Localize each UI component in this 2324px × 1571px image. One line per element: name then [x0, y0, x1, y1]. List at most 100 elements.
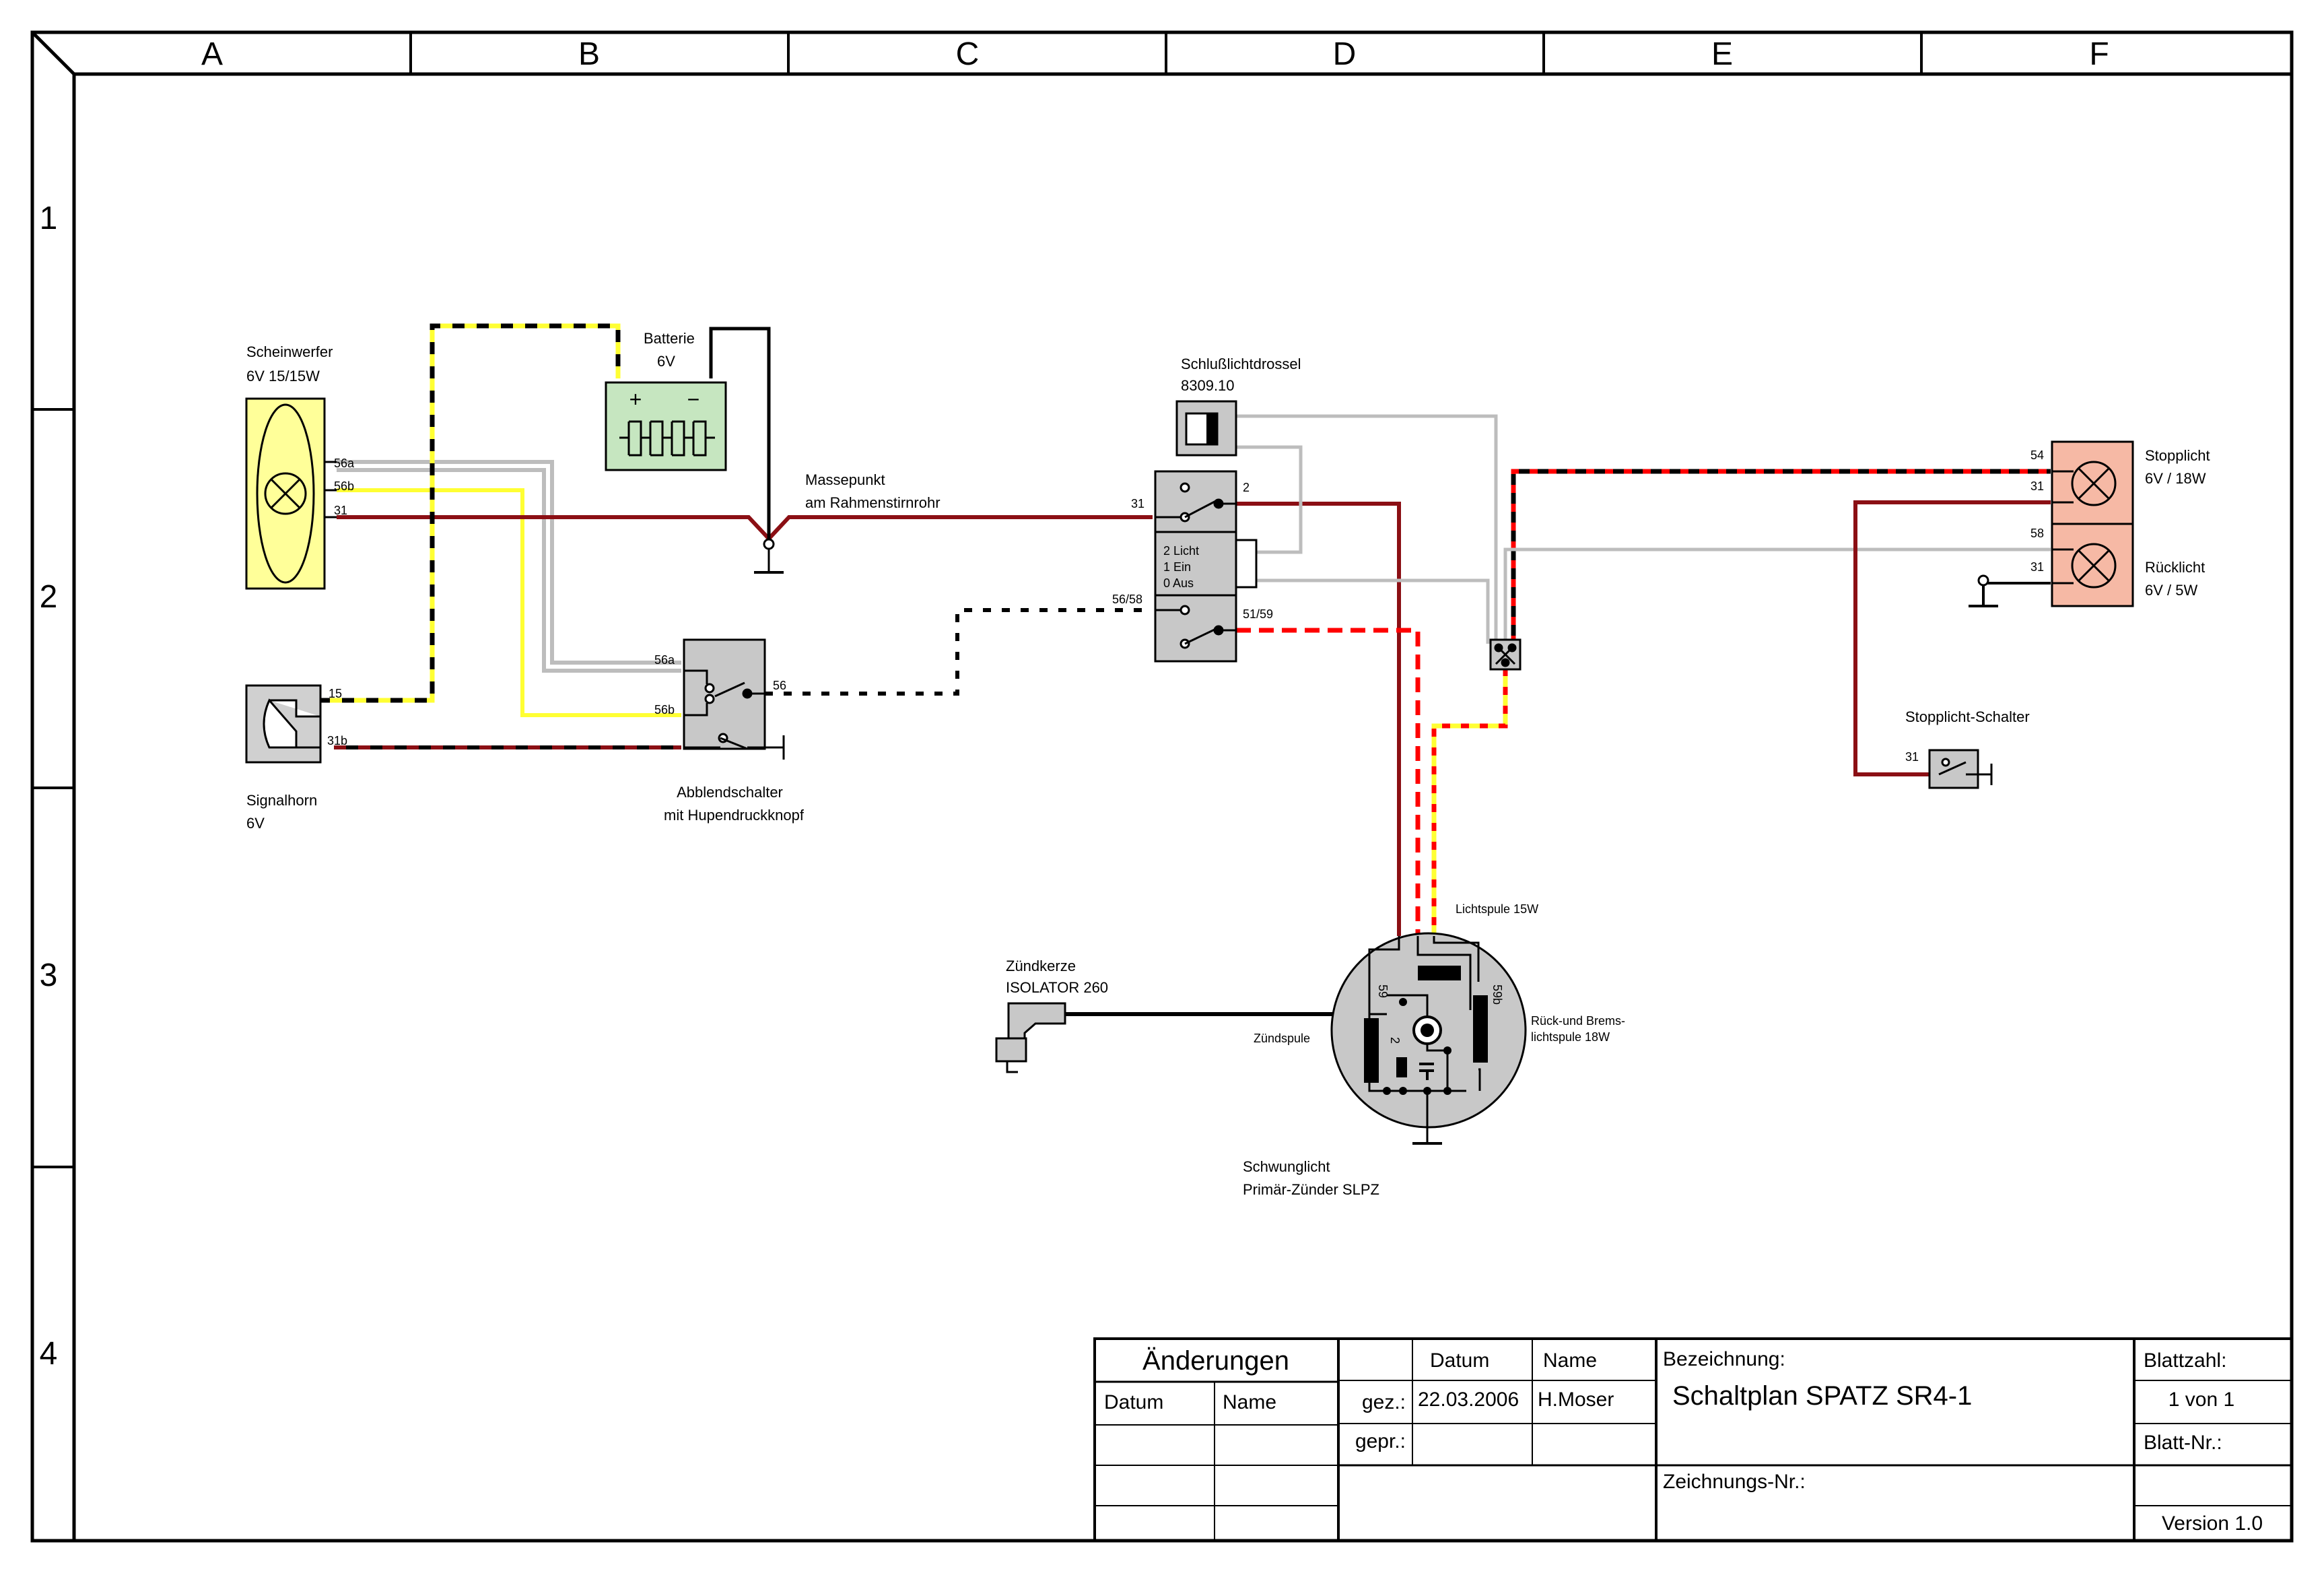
pin-label: 31b: [327, 734, 347, 747]
battery: + − Batterie 6V: [605, 330, 727, 471]
switch-position-label: 1 Ein: [1163, 560, 1191, 574]
pin-label: 31: [2030, 560, 2044, 574]
drawn-date: 22.03.2006: [1418, 1389, 1519, 1411]
wire-black-tail-ground: [1982, 582, 2051, 606]
component-label: Rücklicht: [2145, 559, 2205, 576]
pin-label: 51/59: [1243, 607, 1273, 621]
sheet-count-label: Blattzahl:: [2144, 1349, 2226, 1372]
pin-label: 2: [1388, 1037, 1402, 1044]
pin-label: 56a: [334, 457, 355, 470]
ground-point: Massepunkt am Rahmenstirnrohr: [754, 471, 941, 574]
component-spec: ISOLATOR 260: [1006, 979, 1108, 996]
battery-plus-sign: +: [629, 387, 642, 411]
grid-column-label: C: [956, 36, 980, 72]
wire-grey-drossel-1: [1236, 414, 1498, 644]
ground-point-icon: [1977, 574, 1989, 587]
coupler-icon: [1494, 643, 1517, 667]
component-label: Stopplicht-Schalter: [1905, 708, 2030, 725]
designation-label: Bezeichnung:: [1663, 1348, 1785, 1370]
wire-brown-stoplight: [1853, 500, 2051, 776]
headlamp-reflector: [256, 403, 315, 584]
drawn-name: H.Moser: [1538, 1389, 1614, 1411]
changes-name-header: Name: [1223, 1391, 1276, 1413]
pin-label: 56: [773, 679, 786, 692]
version-label: Version 1.0: [2162, 1512, 2263, 1535]
flywheel-magneto: 59 59b 2 Lichtspule 15W Zündspule Rück-u…: [1243, 902, 1625, 1198]
component-spec: am Rahmenstirnrohr: [805, 494, 941, 511]
pin-label: 31: [2030, 479, 2044, 493]
grid-column-labels: A B C D E F: [201, 36, 2109, 72]
wire-coupler: [1489, 638, 1522, 671]
pin-label: 59b: [1491, 984, 1504, 1005]
headlamp: 56a 56b 31 Scheinwerfer 6V 15/15W: [245, 343, 355, 590]
capacitor-icon: [1419, 1063, 1434, 1080]
wire-yellow-59b: [1431, 668, 1508, 936]
component-label: Batterie: [644, 330, 695, 347]
wire-grey-58: [1503, 547, 2051, 644]
wire-yellow-56b: [337, 488, 681, 717]
tail-light-choke: Schlußlichtdrossel 8309.10: [1175, 356, 1301, 457]
pin-label: 31: [1905, 750, 1919, 764]
switch-position-label: 2 Licht: [1163, 544, 1199, 558]
dimmer-switch: 56a 56b 56 Abblendschalter mit Hupendruc…: [654, 638, 805, 824]
lamp-icon: [264, 472, 307, 515]
light-switch: 31 2 56/58 51/59 2 Licht 1 Ein 0 Aus: [1112, 470, 1273, 663]
junction-dots: [1383, 998, 1451, 1095]
wire-red-51-59: [1236, 628, 1421, 936]
component-label: Massepunkt: [805, 471, 885, 488]
component-label: Schwunglicht: [1243, 1158, 1330, 1175]
tail-lamp-icon: [2071, 543, 2117, 589]
pin-label: 56b: [334, 479, 354, 493]
stoplight-switch-contact-icon: [1938, 758, 1993, 785]
wire-grey-56a-parallel: [337, 468, 681, 673]
grid-column-label: E: [1711, 36, 1733, 72]
horn: 15 31b Signalhorn 6V: [245, 684, 347, 832]
pin-label: 56b: [654, 703, 675, 716]
component-spec: 6V 15/15W: [246, 368, 320, 385]
wire-black-yellow-15: [320, 323, 621, 703]
component-label: Schlußlichtdrossel: [1181, 356, 1301, 372]
component-spec: Primär-Zünder SLPZ: [1243, 1181, 1379, 1198]
dimmer-contacts-icon: [684, 669, 785, 760]
switch-contacts-icon: [1155, 482, 1236, 649]
drawn-by-label: gez.:: [1362, 1391, 1406, 1413]
grid-row-labels: 1 2 3 4: [40, 201, 58, 1372]
component-sublabel: Rück-und Brems-: [1531, 1014, 1625, 1028]
changes-header: Änderungen: [1142, 1346, 1289, 1376]
date-header: Datum: [1430, 1349, 1489, 1372]
pin-label: 15: [329, 687, 342, 700]
wires: [320, 323, 2051, 1016]
pin-label: 58: [2030, 527, 2044, 540]
component-sublabel: Zündspule: [1254, 1032, 1310, 1045]
grid-column-label: B: [578, 36, 600, 72]
charging-coil-icon: [1418, 966, 1461, 980]
battery-cells-icon: [619, 420, 715, 457]
pin-label: 59: [1376, 984, 1390, 998]
component-spec: mit Hupendruckknopf: [664, 807, 805, 824]
wire-black-54: [1511, 469, 2051, 644]
wire-brown-2: [1236, 502, 1401, 936]
stoplight-switch: 31 Stopplicht-Schalter: [1905, 708, 2030, 789]
grid-row-label: 1: [40, 201, 58, 236]
battery-minus-sign: −: [687, 387, 700, 411]
stoplight-switch-body: [1928, 749, 1979, 789]
switch-position-label: 0 Aus: [1163, 576, 1194, 590]
component-label: Stopplicht: [2145, 447, 2210, 464]
resistor-icon: [1396, 1057, 1407, 1077]
component-spec: 6V: [246, 815, 265, 832]
wire-black-battery-minus: [709, 327, 771, 539]
component-spec: 6V / 5W: [2145, 582, 2197, 599]
grid-row-label: 3: [40, 958, 58, 993]
pin-label: 31: [1131, 497, 1144, 510]
wire-grey-drossel-2: [1236, 445, 1303, 554]
drawing-number-label: Zeichnungs-Nr.:: [1663, 1471, 1806, 1493]
wire-black-yellow-15-dash: [320, 323, 621, 703]
changes-date-header: Datum: [1104, 1391, 1163, 1413]
title-block: [1093, 1337, 2293, 1542]
ground-point-icon: [763, 538, 775, 550]
stop-lamp-icon: [2071, 461, 2117, 506]
light-switch-side-tab: [1235, 539, 1258, 589]
wire-red-59b-dash: [1431, 668, 1508, 936]
ignition-coil-icon: [1364, 1018, 1379, 1083]
